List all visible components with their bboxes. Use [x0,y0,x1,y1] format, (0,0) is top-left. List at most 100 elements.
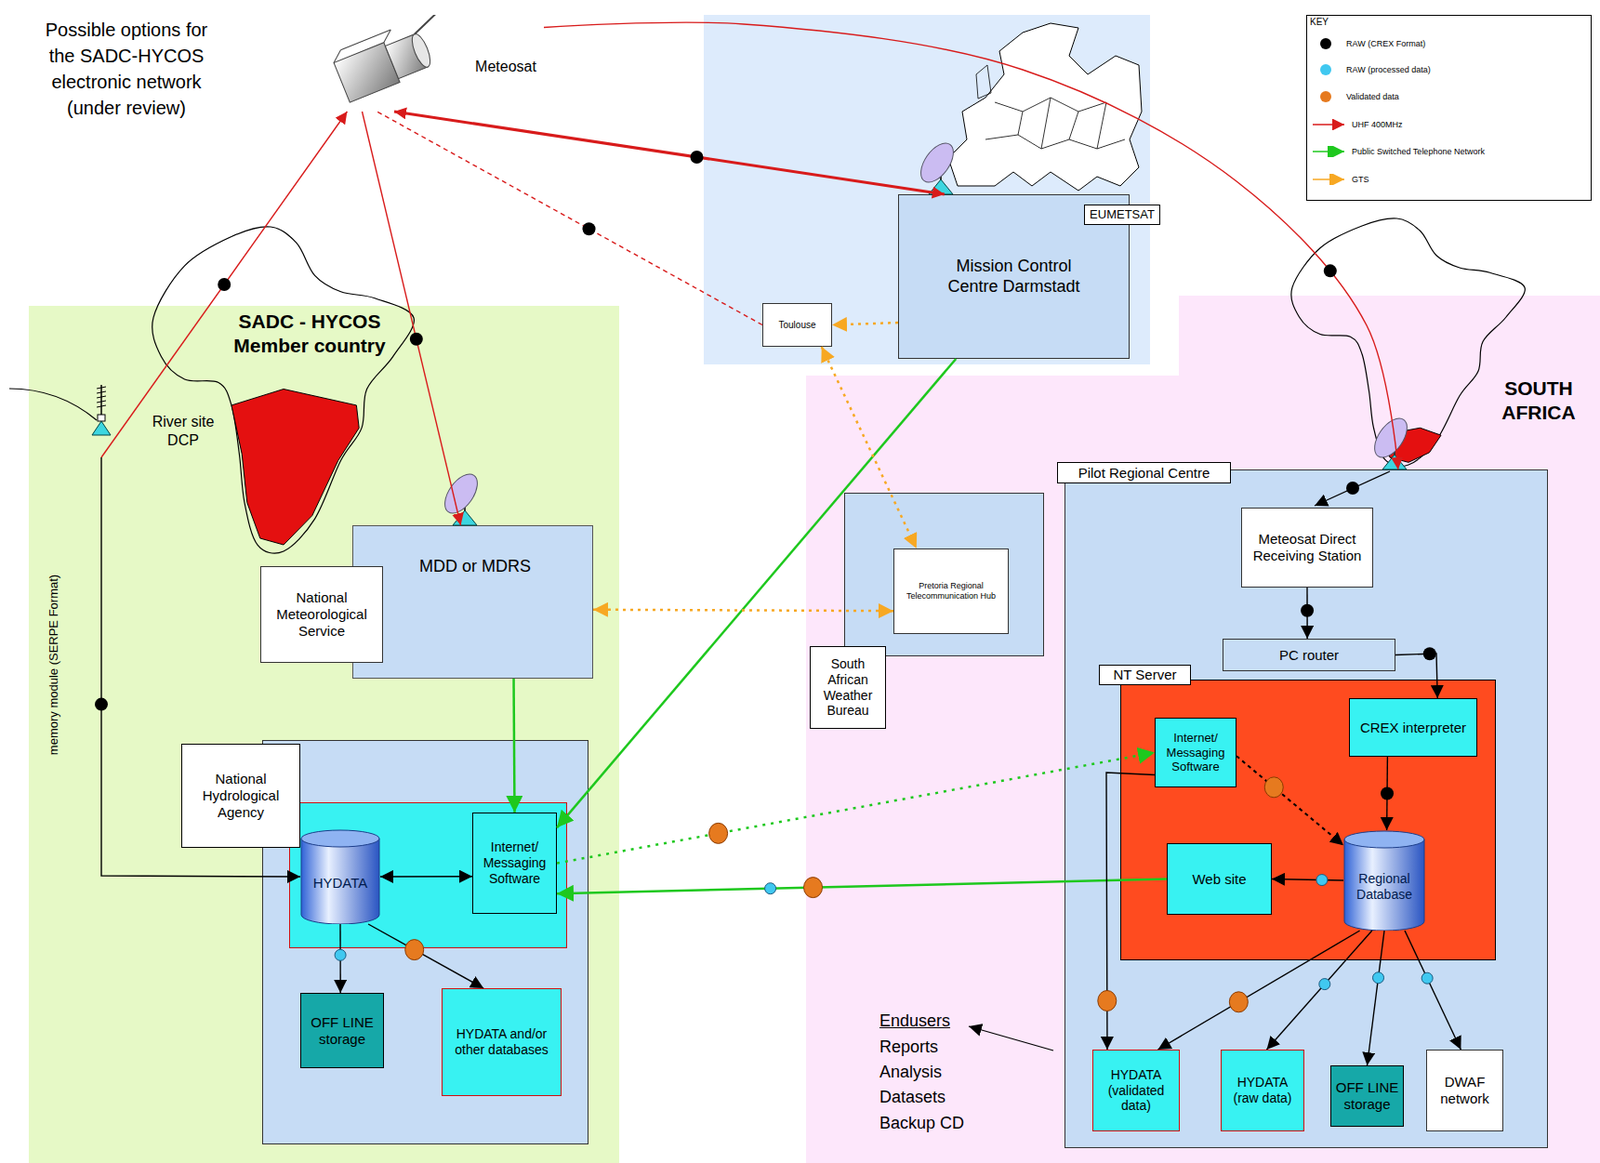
uhf-link [377,111,763,326]
data-dot [409,332,424,346]
database-cylinder: HYDATA [300,829,381,925]
storage-box: OFF LINE storage [1330,1065,1404,1127]
river-site: River site DCP [92,409,233,458]
decor-polygon [1382,454,1407,470]
decor-line [1312,150,1345,153]
node-text: MDD or MDRS [372,555,578,578]
data-dot [334,949,346,961]
legend-heading: KEY [1309,16,1329,27]
legend-entry: Validated data [1307,89,1400,105]
node-text: OFF LINE storage [1333,1079,1402,1113]
region-band: SADC - HYCOS Member countryRiver site DC… [28,305,620,1163]
database-box: HYDATA (raw data) [1220,1049,1305,1132]
process-box: Toulouse [762,303,833,347]
decor-ellipse [438,468,485,519]
data-flow [1404,930,1461,1050]
legend-entry: RAW (processed data) [1307,62,1431,78]
software-box: Internet/ Messaging Software [472,812,557,914]
data-dot [1316,874,1328,886]
data-dot [1229,991,1248,1013]
node-text: PC router [1279,647,1339,664]
pstn-link [556,753,1155,864]
data-dot [1373,972,1385,984]
decor-line [96,400,106,403]
node-text: Meteosat Direct Receiving Station [1243,530,1371,565]
leader-arrow [968,1026,1054,1051]
node-text: EUMETSAT [1084,204,1161,225]
node-text: Pilot Regional Centre [1057,462,1231,484]
data-dot [1319,978,1331,991]
satellite-dish [438,468,485,526]
decor-line [96,405,106,408]
database-box: HYDATA and/or other databases [441,988,562,1097]
sadc-region-map [231,389,359,546]
river-line [9,388,97,421]
node-text: Web site [1191,871,1246,888]
pstn-link [512,678,516,813]
database-box: HYDATA (validated data) [1092,1049,1180,1132]
process-box: Pretoria Regional Telecommunication Hub [893,548,1009,635]
legend-entry: GTS [1307,171,1370,187]
data-dot [1264,777,1283,798]
gts-link [821,346,917,549]
legend-entry: UHF 400MHz [1307,117,1403,133]
decor-g [330,14,468,103]
process-box: PC router [1222,638,1396,672]
node-text: National Meteorological Service [263,589,381,640]
node-text: HYDATA (validated data) [1095,1067,1177,1114]
node-text: Regional Database [1345,871,1424,903]
data-dot [765,883,777,895]
europe-borders [976,65,1125,149]
data-flow [101,457,301,877]
storage-box: OFF LINE storage [300,992,384,1069]
region-band: EUMETSATMission Control Centre Darmstadt… [703,14,1151,365]
data-flow [1236,755,1344,846]
decor-line [1393,445,1396,457]
gts-link [593,609,894,611]
process-box: DWAF network [1426,1049,1504,1132]
bureau-box: South African Weather BureauPretoria Reg… [844,492,1045,657]
data-dot [1423,647,1437,661]
pstn-link [556,879,1167,895]
node-text: Internet/ Messaging Software [475,839,555,886]
data-flow [368,924,484,989]
data-dot [1097,990,1117,1011]
decor-line [96,386,106,389]
legend-line [1310,145,1349,158]
uhf-link [101,111,347,458]
decor-line [1312,123,1345,126]
node-text: Meteosat [469,57,543,77]
decor-g [101,22,1461,1066]
node-text: HYDATA [313,874,369,892]
data-flow [1267,930,1373,1050]
data-flow [380,875,473,878]
legend-box: RAW (CREX Format) RAW (processed data) Val… [1306,14,1592,201]
uhf-link [394,111,945,195]
decor-ellipse [301,830,380,847]
africa-map [152,226,415,554]
decor-line [1312,178,1345,181]
data-flow [1106,772,1155,1050]
node-text: HYDATA (raw data) [1223,1074,1302,1107]
legend-swatch [1320,91,1332,103]
legend-entry: RAW (CREX Format) [1307,36,1426,52]
software-box: Internet/ Messaging Software [1154,717,1237,788]
decor-g [94,150,1437,1013]
satellite: Meteosat [330,14,544,112]
data-dot [94,698,108,712]
server-box: NT ServerCREX interpreterInternet/ Messa… [1120,679,1496,961]
data-flow [339,924,342,993]
decor-line [330,50,344,64]
enduser-item: Datasets [879,1087,946,1108]
node-text: DWAF network [1428,1073,1501,1108]
decor-line [100,384,103,424]
data-dot [217,277,231,291]
uhf-link [362,111,462,526]
decor-polygon [806,295,1600,1163]
data-flow [1386,756,1389,831]
node-text: SADC - HYCOS Member country [211,309,408,359]
legend-line [1310,173,1349,186]
process-box: Meteosat Direct Receiving Station [1241,507,1374,588]
data-dot [1323,264,1337,278]
decor-ellipse [408,31,434,69]
